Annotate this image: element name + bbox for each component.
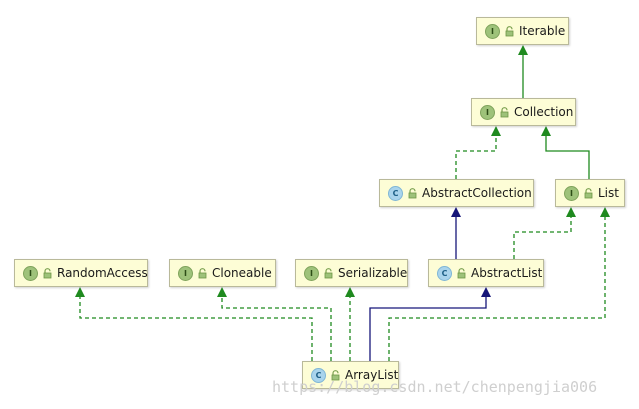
edge-line: [221, 296, 332, 361]
interface-icon: I: [564, 185, 579, 201]
interface-icon: I: [485, 23, 500, 39]
edge-line: [388, 216, 606, 361]
node-random-access[interactable]: I RandomAccess: [14, 259, 148, 287]
node-iterable[interactable]: I Iterable: [476, 17, 569, 45]
interface-icon: I: [23, 265, 38, 281]
node-label: Iterable: [519, 24, 566, 38]
node-array-list[interactable]: C ArrayList: [302, 361, 399, 389]
edge-abstract-list-to-list: [513, 207, 576, 259]
lock-icon: [583, 187, 593, 199]
arrowhead-icon: [481, 287, 491, 297]
lock-icon: [407, 187, 417, 199]
node-label: Collection: [514, 105, 574, 119]
edge-line: [545, 135, 590, 179]
lock-icon: [330, 369, 340, 381]
edge-collection-to-iterable: [518, 45, 528, 98]
edge-abstract-collection-to-collection: [455, 126, 501, 179]
arrowhead-icon: [451, 207, 461, 217]
class-icon: C: [388, 185, 403, 201]
lock-icon: [499, 106, 509, 118]
edge-abstract-list-to-abstract-collection: [451, 207, 461, 259]
node-label: RandomAccess: [57, 266, 148, 280]
lock-icon: [42, 267, 52, 279]
lock-icon: [456, 267, 466, 279]
node-abstract-collection[interactable]: C AbstractCollection: [379, 179, 534, 207]
edge-array-list-to-abstract-list: [369, 287, 491, 361]
node-abstract-list[interactable]: C AbstractList: [428, 259, 544, 287]
arrowhead-icon: [541, 126, 551, 136]
interface-icon: I: [480, 104, 495, 120]
node-label: Serializable: [338, 266, 408, 280]
edge-line: [513, 216, 572, 259]
arrowhead-icon: [566, 207, 576, 217]
node-cloneable[interactable]: I Cloneable: [169, 259, 276, 287]
arrowhead-icon: [217, 287, 227, 297]
edge-array-list-to-serializable: [345, 287, 355, 361]
edge-array-list-to-cloneable: [217, 287, 332, 361]
interface-icon: I: [178, 265, 193, 281]
node-label: AbstractList: [471, 266, 543, 280]
edge-line: [455, 135, 497, 179]
lock-icon: [323, 267, 333, 279]
node-label: List: [598, 186, 619, 200]
edge-array-list-to-list: [388, 207, 610, 361]
node-list[interactable]: I List: [555, 179, 625, 207]
node-label: ArrayList: [345, 368, 399, 382]
arrowhead-icon: [518, 45, 528, 55]
node-label: Cloneable: [212, 266, 272, 280]
lock-icon: [504, 25, 514, 37]
arrowhead-icon: [345, 287, 355, 297]
interface-icon: I: [304, 265, 319, 281]
lock-icon: [197, 267, 207, 279]
class-icon: C: [311, 367, 326, 383]
watermark: https://blog.csdn.net/chenpengjia006: [272, 378, 598, 396]
node-collection[interactable]: I Collection: [471, 98, 576, 126]
node-label: AbstractCollection: [422, 186, 532, 200]
edge-line: [79, 296, 313, 361]
arrowhead-icon: [75, 287, 85, 297]
arrowhead-icon: [600, 207, 610, 217]
arrowhead-icon: [491, 126, 501, 136]
edge-array-list-to-random-access: [75, 287, 313, 361]
edge-line: [369, 296, 487, 361]
class-icon: C: [437, 265, 452, 281]
node-serializable[interactable]: I Serializable: [295, 259, 408, 287]
edge-list-to-collection: [541, 126, 590, 179]
